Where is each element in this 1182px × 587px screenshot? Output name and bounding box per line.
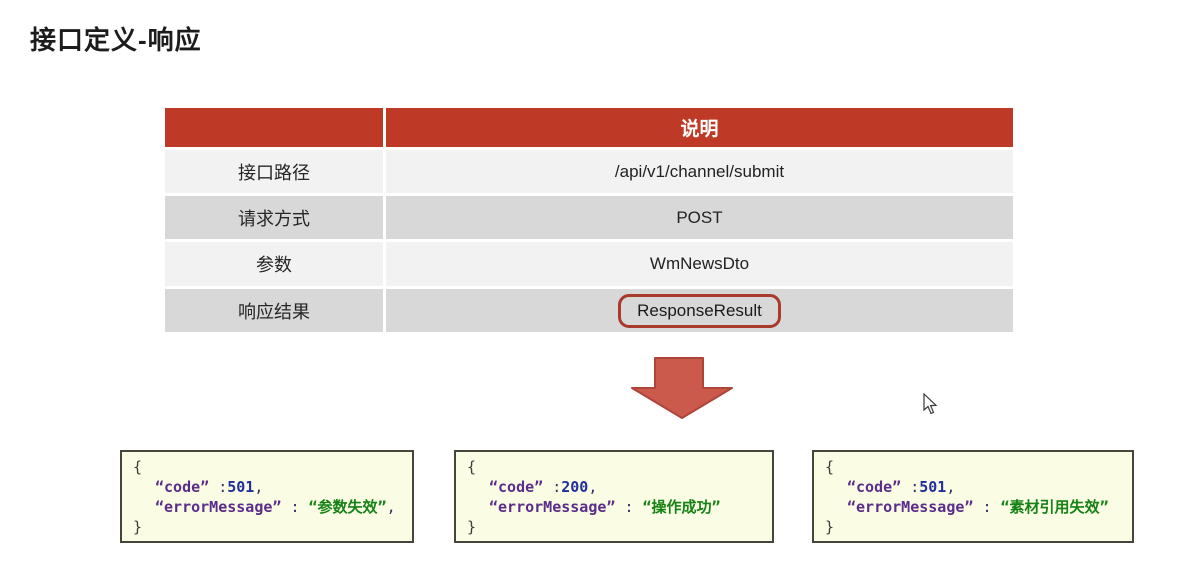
json-colon: : (209, 478, 228, 496)
json-colon: : (973, 498, 1001, 516)
json-string: “参数失效” (308, 498, 387, 516)
json-comma: , (386, 498, 396, 516)
json-message-line: “errorMessage” : “素材引用失效” (814, 497, 1132, 517)
table-header-empty-cell (165, 108, 383, 147)
json-key: “errorMessage” (847, 498, 974, 516)
mouse-pointer-icon (923, 393, 938, 415)
json-string: “操作成功” (642, 498, 721, 516)
table-row-value-method: POST (386, 196, 1013, 239)
json-message-line: “errorMessage” : “参数失效”, (122, 497, 412, 517)
json-code-line: “code” :200, (456, 477, 772, 497)
api-definition-table: 说明 接口路径 /api/v1/channel/submit 请求方式 POST… (165, 108, 1013, 332)
json-response-box-material-invalid: { “code” :501, “errorMessage” : “素材引用失效”… (812, 450, 1134, 543)
response-result-highlight: ResponseResult (618, 293, 781, 328)
table-row-label-method: 请求方式 (165, 196, 383, 239)
json-open-brace: { (467, 458, 477, 476)
json-response-box-success: { “code” :200, “errorMessage” : “操作成功” } (454, 450, 774, 543)
json-open-brace: { (133, 458, 143, 476)
table-header-description: 说明 (386, 108, 1013, 147)
json-message-line: “errorMessage” : “操作成功” (456, 497, 772, 517)
down-arrow-icon (631, 357, 733, 419)
json-comma: , (588, 478, 598, 496)
json-colon: : (543, 478, 562, 496)
json-close-brace: } (825, 518, 835, 536)
json-key: “errorMessage” (155, 498, 282, 516)
json-key: “code” (489, 478, 544, 496)
json-colon: : (281, 498, 309, 516)
json-response-box-param-invalid: { “code” :501, “errorMessage” : “参数失效”, … (120, 450, 414, 543)
table-row-value-result: ResponseResult (386, 289, 1013, 332)
json-comma: , (254, 478, 264, 496)
table-row-label-result: 响应结果 (165, 289, 383, 332)
json-number: 501 (227, 478, 255, 496)
json-key: “code” (847, 478, 902, 496)
json-code-line: “code” :501, (814, 477, 1132, 497)
page-title: 接口定义-响应 (30, 25, 202, 55)
json-open-brace: { (825, 458, 835, 476)
json-key: “code” (155, 478, 210, 496)
json-close-brace: } (467, 518, 477, 536)
json-code-line: “code” :501, (122, 477, 412, 497)
json-colon: : (901, 478, 920, 496)
json-close-brace: } (133, 518, 143, 536)
table-row-value-path: /api/v1/channel/submit (386, 150, 1013, 193)
table-row-value-params: WmNewsDto (386, 242, 1013, 286)
json-string: “素材引用失效” (1000, 498, 1109, 516)
json-colon: : (615, 498, 643, 516)
json-number: 200 (561, 478, 589, 496)
json-key: “errorMessage” (489, 498, 616, 516)
table-row-label-path: 接口路径 (165, 150, 383, 193)
json-comma: , (946, 478, 956, 496)
table-row-label-params: 参数 (165, 242, 383, 286)
json-number: 501 (919, 478, 947, 496)
